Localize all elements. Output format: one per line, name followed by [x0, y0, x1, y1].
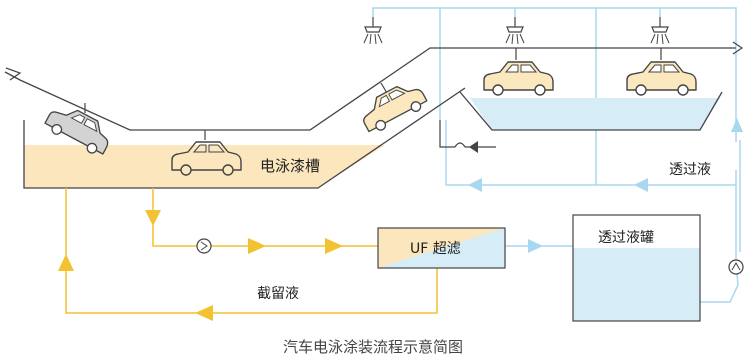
permeate-tank-liquid [573, 248, 700, 321]
shower-nozzle-icon [505, 16, 525, 45]
paint-liquid [24, 145, 385, 188]
flow-arrow-icon [468, 178, 482, 192]
flow-arrow-icon [325, 238, 343, 254]
flow-arrow-icon [195, 305, 213, 321]
conveyor-line [4, 47, 736, 131]
flow-arrow-icon [248, 238, 266, 254]
flow-arrow-icon [634, 178, 648, 192]
conveyor-exit-arrow [732, 41, 744, 55]
flow-arrow-icon [731, 118, 743, 132]
permeate-label: 透过液 [669, 162, 711, 178]
electrophoresis-tank [23, 87, 466, 189]
pump-icon [728, 259, 744, 275]
rinse-tank [459, 91, 723, 131]
car-body-icon [171, 141, 242, 176]
permeate-tank-label: 透过液罐 [598, 230, 654, 246]
flow-arrow-icon [469, 141, 478, 153]
paint-piping [65, 188, 438, 314]
retentate-label: 截留液 [257, 286, 299, 302]
uf-unit [377, 227, 506, 269]
rinse-liquid [470, 98, 720, 130]
car-body-icon [483, 61, 554, 96]
shower-nozzle-icon [650, 16, 670, 45]
car-body-icon [626, 61, 697, 96]
flow-arrow-icon [528, 239, 543, 253]
car-body-icon [355, 76, 430, 137]
flow-arrow-icon [58, 254, 74, 271]
shower-nozzle-icon [363, 16, 383, 45]
conveyor-entry-arrow [5, 67, 22, 81]
diagram-caption: 汽车电泳涂装流程示意简图 [283, 338, 463, 356]
uf-label: UF 超滤 [410, 241, 461, 257]
pump-icon [196, 238, 212, 254]
hangers [84, 48, 662, 140]
car-body-icon [44, 109, 109, 155]
permeate-tank [572, 214, 701, 322]
check-valve-icon [454, 142, 466, 148]
flow-arrow-icon [145, 210, 161, 226]
rinse-return-pipe [439, 120, 455, 148]
tank-label: 电泳漆槽 [260, 157, 320, 175]
